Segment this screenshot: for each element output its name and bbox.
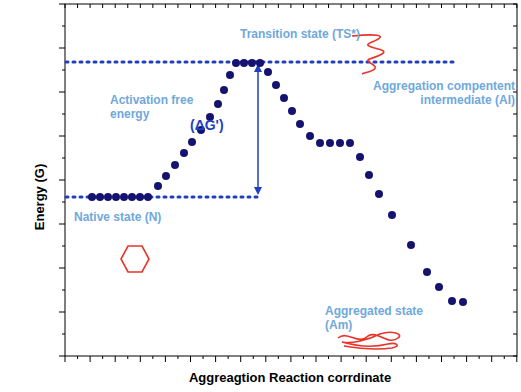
- energy-dot: [104, 193, 112, 201]
- energy-dot: [296, 120, 304, 128]
- energy-dot: [326, 139, 334, 147]
- native-hexagon: [121, 246, 149, 272]
- energy-dot: [356, 153, 364, 161]
- energy-dot: [459, 298, 467, 306]
- energy-dot: [128, 193, 136, 201]
- energy-dot: [226, 71, 234, 79]
- energy-dot: [448, 297, 456, 305]
- energy-dot: [88, 193, 96, 201]
- intermediate-label: Aggregation compentent intermediate (AI): [370, 79, 515, 107]
- energy-dot: [256, 59, 264, 67]
- energy-dot: [316, 139, 324, 147]
- activation-label: Activation free energy: [110, 93, 220, 121]
- energy-dot: [214, 100, 222, 108]
- native-label: Native state (N): [74, 210, 204, 224]
- energy-dot: [388, 211, 396, 219]
- energy-dot: [336, 139, 344, 147]
- y-axis-title: Energy (G): [33, 147, 47, 247]
- energy-dot: [136, 193, 144, 201]
- energy-dot: [423, 268, 431, 276]
- delta-g-label: (ΔG'): [190, 118, 260, 132]
- energy-dot: [264, 68, 272, 76]
- energy-dot: [272, 81, 280, 89]
- energy-dot: [144, 193, 152, 201]
- plot-frame: [65, 4, 517, 356]
- energy-dot: [154, 182, 162, 190]
- energy-dot: [280, 94, 288, 102]
- energy-dot: [188, 138, 196, 146]
- energy-dot: [220, 86, 228, 94]
- energy-dot: [346, 139, 354, 147]
- delta-g-arrow: [254, 64, 262, 195]
- energy-dots: [88, 59, 467, 306]
- energy-dot: [288, 107, 296, 115]
- energy-dot: [232, 59, 240, 67]
- x-axis-title: Aggreagtion Reaction corrdinate: [100, 371, 480, 385]
- energy-dot: [162, 172, 170, 180]
- energy-dot: [96, 193, 104, 201]
- energy-dot: [435, 283, 443, 291]
- transition-state-label: Transition state (TS*): [240, 27, 420, 41]
- energy-dot: [365, 171, 373, 179]
- energy-dot: [120, 193, 128, 201]
- axis-ticks: [59, 4, 517, 362]
- energy-dot: [112, 193, 120, 201]
- energy-dot: [171, 161, 179, 169]
- energy-dot: [248, 59, 256, 67]
- energy-dot: [180, 149, 188, 157]
- energy-dot: [375, 190, 383, 198]
- energy-dot: [240, 59, 248, 67]
- energy-dot: [407, 241, 415, 249]
- aggregate-scribble: [338, 332, 400, 348]
- aggregated-label: Aggregated state (Am): [325, 304, 445, 332]
- energy-dot: [306, 132, 314, 140]
